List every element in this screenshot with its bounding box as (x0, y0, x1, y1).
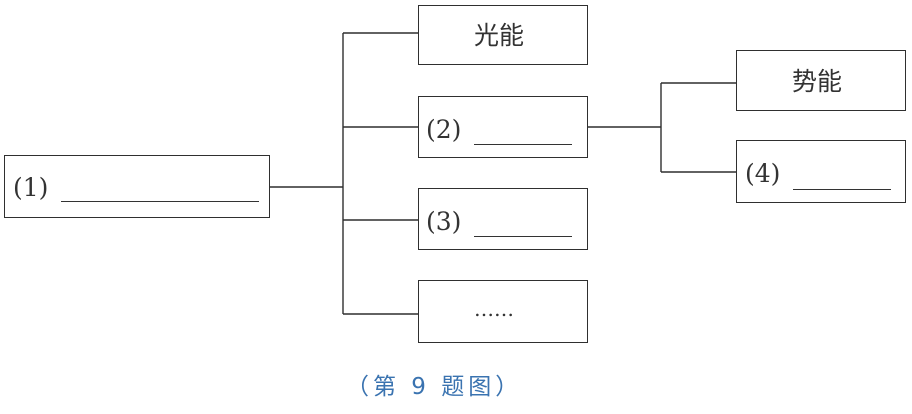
branch-box-2: (2) (418, 96, 588, 158)
branch-box-1: 光能 (418, 5, 588, 65)
branch-4-label: …… (474, 297, 514, 321)
branch-1-label: 光能 (474, 21, 525, 50)
branch-3-label: (3) (426, 207, 462, 236)
branch-box-3: (3) (418, 188, 588, 250)
root-answer-blank[interactable] (61, 201, 259, 202)
sub-1-label: 势能 (792, 67, 843, 96)
sub-2-answer-blank[interactable] (793, 189, 891, 190)
branch-2-answer-blank[interactable] (474, 144, 572, 145)
root-label: (1) (13, 173, 49, 202)
root-box: (1) (4, 155, 270, 218)
branch-2-label: (2) (426, 115, 462, 144)
figure-caption: （第 9 题图） (346, 374, 523, 400)
sub-box-1: 势能 (736, 50, 906, 111)
sub-2-label: (4) (745, 159, 781, 188)
sub-box-2: (4) (736, 140, 906, 203)
branch-3-answer-blank[interactable] (474, 236, 572, 237)
branch-box-4: …… (418, 280, 588, 343)
